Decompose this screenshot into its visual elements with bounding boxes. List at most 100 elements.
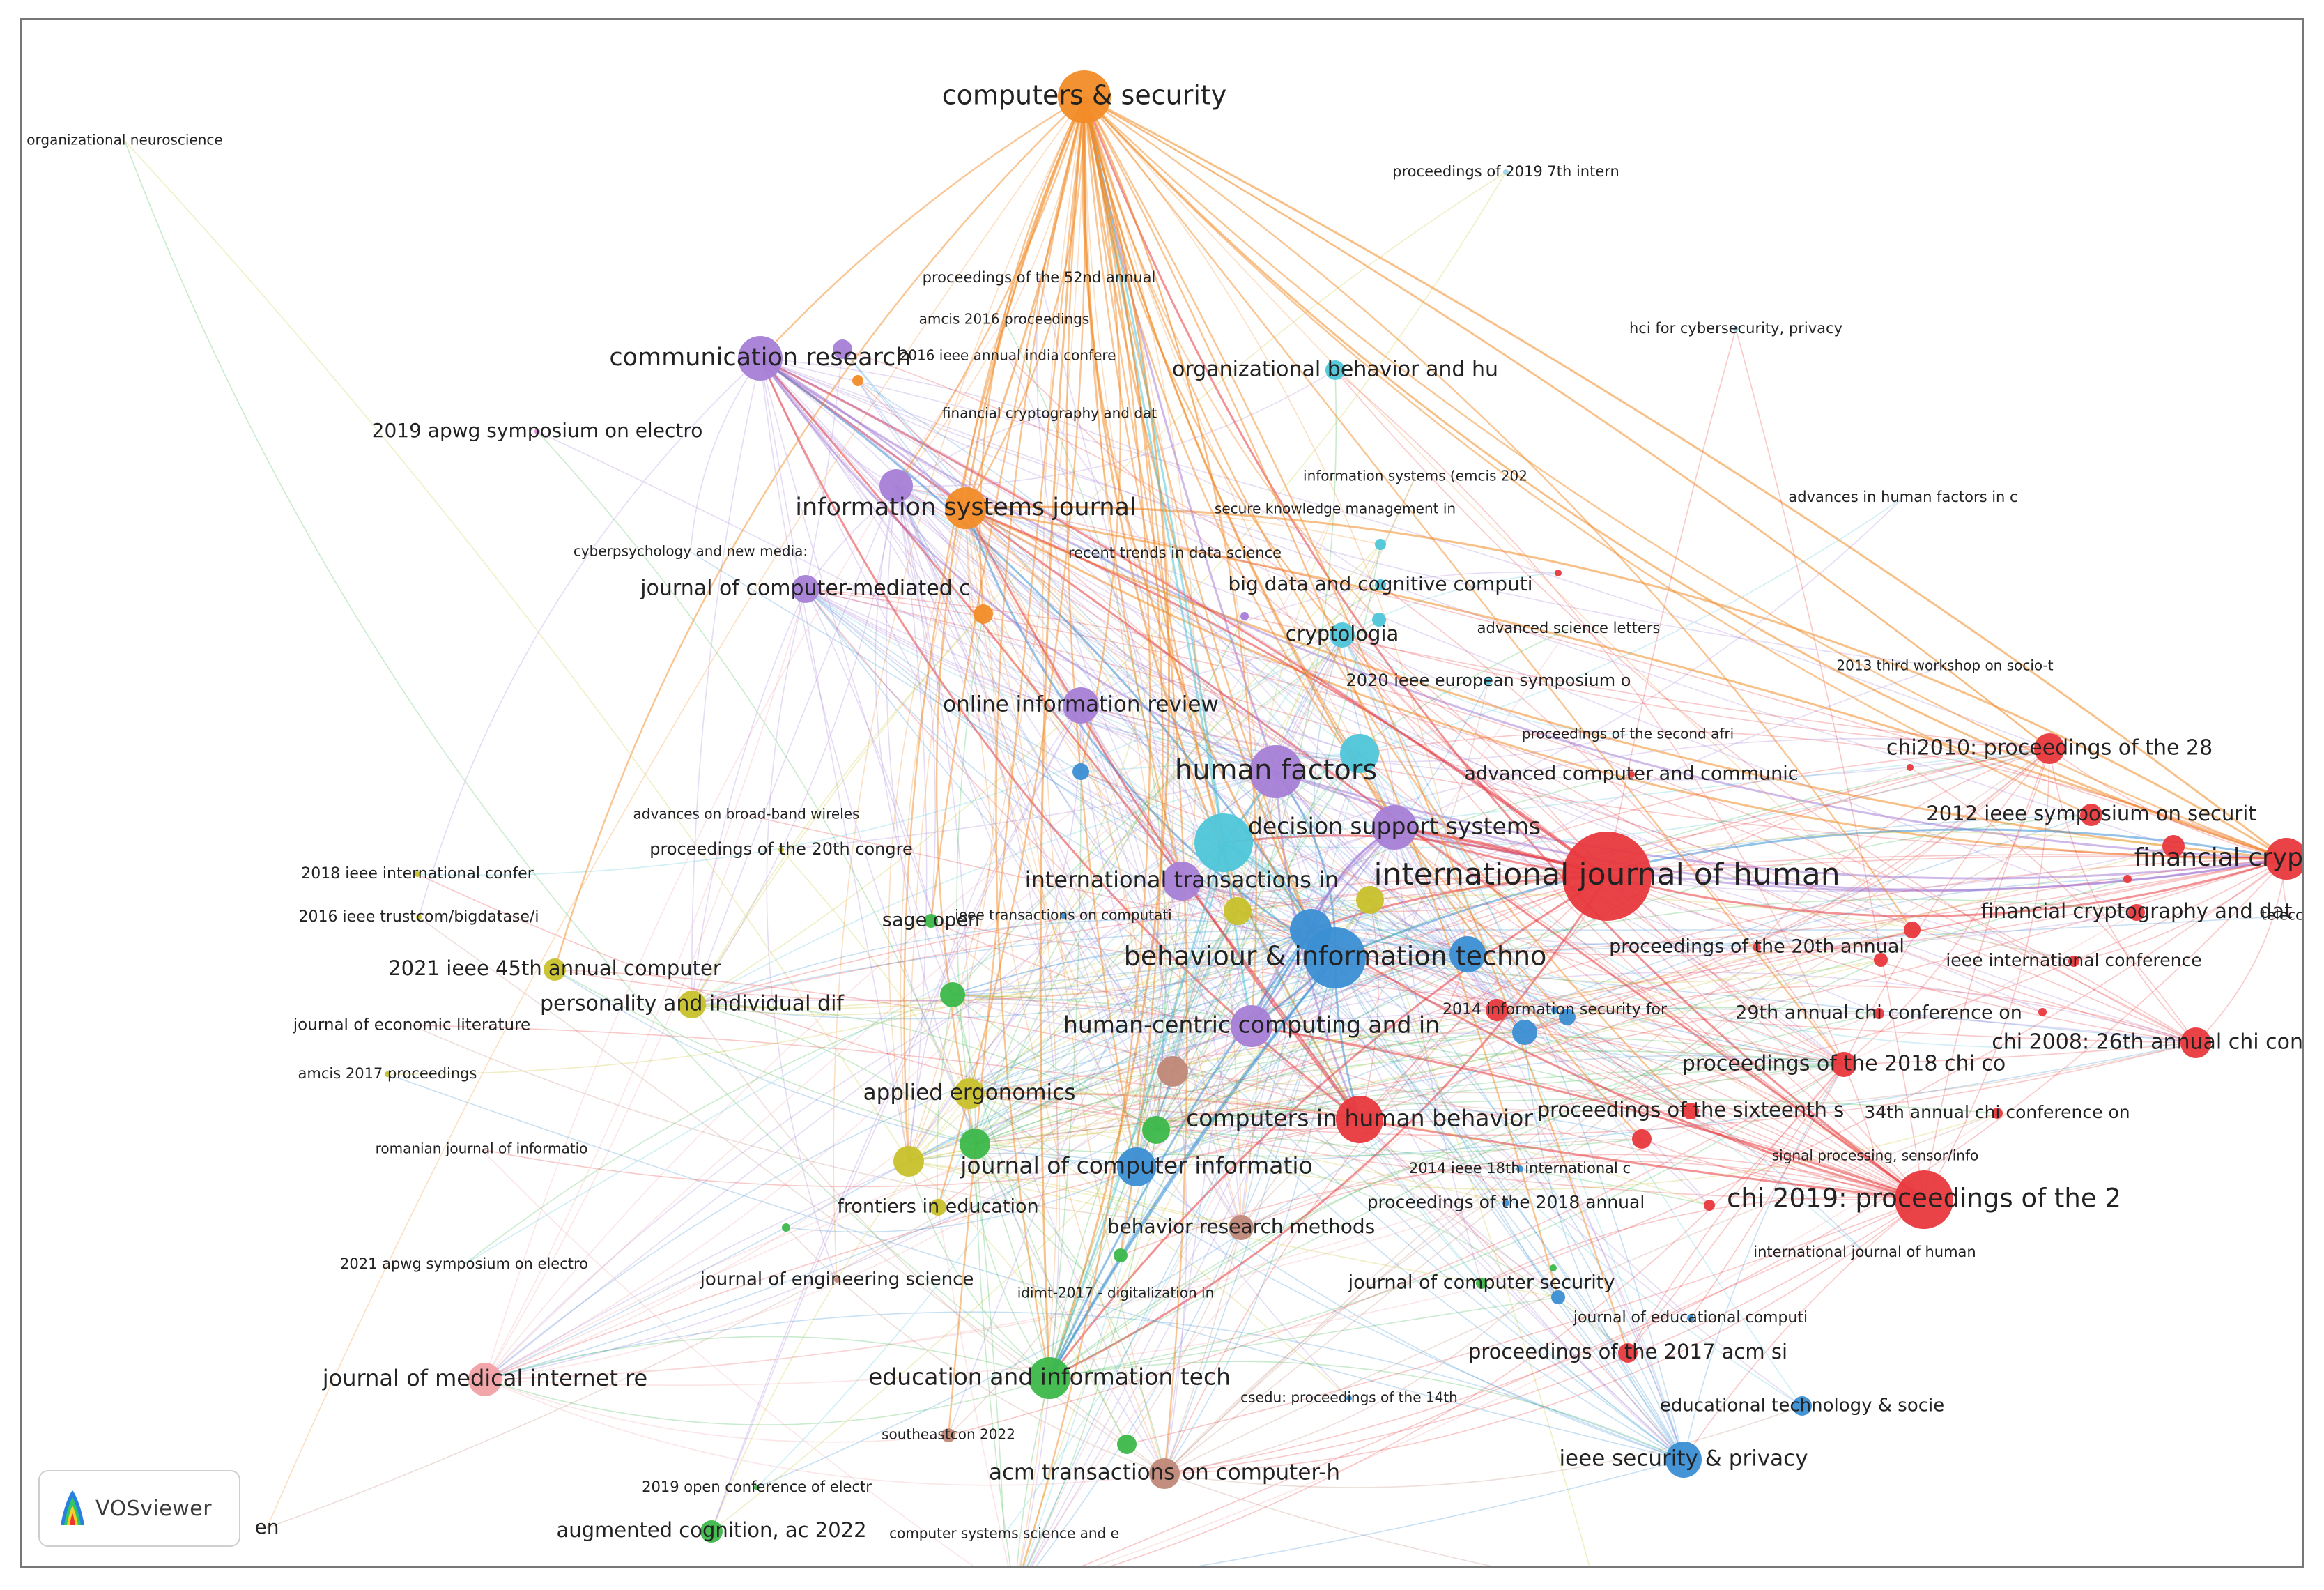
node-label-n44[interactable]: ieee international conference xyxy=(1946,950,2201,970)
node-label-n59[interactable]: signal processing, sensor/info xyxy=(1772,1147,1979,1164)
node-label-n6[interactable]: hci for cybersecurity, privacy xyxy=(1629,320,1842,337)
network-node-n36[interactable] xyxy=(1162,862,1201,901)
node-label-n11[interactable]: 2019 apwg symposium on electro xyxy=(372,419,703,442)
node-label-n24[interactable]: online information review xyxy=(943,692,1219,717)
network-node-n30[interactable] xyxy=(2080,804,2102,826)
network-node-n74[interactable] xyxy=(1029,1357,1070,1399)
network-node-n31[interactable] xyxy=(1372,805,1417,850)
node-label-n5[interactable]: amcis 2016 proceedings xyxy=(919,311,1090,328)
network-node[interactable] xyxy=(893,1146,924,1177)
network-node-n50[interactable] xyxy=(1231,1005,1272,1047)
network-node-n69[interactable] xyxy=(1476,1278,1487,1289)
network-node-n26[interactable] xyxy=(2034,733,2065,764)
node-label-n17[interactable]: recent trends in data science xyxy=(1068,544,1282,561)
node-label-n72[interactable]: proceedings of the 2017 acm si xyxy=(1468,1340,1787,1363)
network-node[interactable] xyxy=(1904,922,1921,938)
network-node-n53[interactable] xyxy=(1831,1052,1856,1077)
node-label-n1[interactable]: computers & security xyxy=(942,80,1227,111)
node-label-n50[interactable]: human-centric computing and in xyxy=(1063,1011,1440,1039)
network-node-n48[interactable] xyxy=(1873,1008,1884,1019)
network-node[interactable] xyxy=(1117,1435,1137,1454)
node-label-n73[interactable]: journal of medical internet re xyxy=(322,1365,647,1391)
network-node-n64[interactable] xyxy=(930,1199,946,1216)
node-label-n27[interactable]: human factors xyxy=(1175,754,1377,786)
node-label-n32[interactable]: proceedings of the 20th congre xyxy=(649,839,912,859)
node-label-n71[interactable]: journal of educational computi xyxy=(1573,1309,1808,1327)
network-node-n78[interactable] xyxy=(1665,1442,1702,1478)
node-label-n82[interactable]: computer systems science and e xyxy=(889,1525,1119,1542)
node-label-n47[interactable]: 2014 information security for xyxy=(1442,1001,1668,1018)
network-node-n28[interactable] xyxy=(1628,771,1635,778)
network-node-n21[interactable] xyxy=(1330,622,1355,648)
node-label-n80[interactable]: 2019 open conference of electr xyxy=(642,1478,872,1495)
node-label-n33[interactable]: financial cryp xyxy=(2134,843,2303,872)
network-node-n55[interactable] xyxy=(1682,1103,1699,1119)
network-node-n76[interactable] xyxy=(1792,1396,1812,1416)
network-node[interactable] xyxy=(1372,613,1386,627)
network-node-n43[interactable] xyxy=(1305,927,1366,988)
node-label-n10[interactable]: financial cryptography and dat xyxy=(942,405,1157,422)
network-node[interactable] xyxy=(852,375,863,386)
node-label-n26[interactable]: chi2010: proceedings of the 28 xyxy=(1886,736,2213,760)
network-node-n73[interactable] xyxy=(468,1363,502,1396)
network-node-n35[interactable] xyxy=(415,871,420,877)
network-node-n32[interactable] xyxy=(778,847,784,853)
node-label-n41[interactable]: ieee transactions on computati xyxy=(955,907,1171,924)
network-node[interactable] xyxy=(1874,953,1888,967)
network-node-n81[interactable] xyxy=(700,1520,723,1543)
node-label-n8[interactable]: 2016 ieee annual india confere xyxy=(900,347,1116,364)
network-node[interactable] xyxy=(1157,1056,1188,1087)
node-label-n52[interactable]: amcis 2017 proceedings xyxy=(298,1065,477,1082)
network-node[interactable] xyxy=(2038,1008,2047,1016)
network-node[interactable] xyxy=(1512,1020,1537,1045)
node-label-n22[interactable]: 2013 third workshop on socio-t xyxy=(1836,657,2053,674)
network-node-n34[interactable] xyxy=(1562,832,1652,921)
node-label-n74[interactable]: education and information tech xyxy=(868,1363,1231,1391)
network-node[interactable] xyxy=(1550,1264,1557,1271)
network-node-n68[interactable] xyxy=(834,1277,840,1283)
vosviewer-logo[interactable]: VOSviewer xyxy=(38,1470,240,1547)
node-label-n20[interactable]: advanced science letters xyxy=(1477,620,1661,636)
node-label-n75[interactable]: csedu: proceedings of the 14th xyxy=(1240,1389,1458,1406)
network-node-n47[interactable] xyxy=(1551,1007,1558,1014)
network-node-n77[interactable] xyxy=(941,1428,955,1442)
network-node-n7[interactable] xyxy=(738,336,783,381)
network-node-n18[interactable] xyxy=(1375,579,1386,590)
network-node-n11[interactable] xyxy=(534,429,540,434)
node-label-n40[interactable]: sage open xyxy=(882,910,980,931)
network-node-n51[interactable] xyxy=(2180,1027,2211,1058)
network-node-n44[interactable] xyxy=(2068,956,2079,967)
node-label-n76[interactable]: educational technology & socie xyxy=(1660,1396,1945,1416)
node-label-n79[interactable]: acm transactions on computer-h xyxy=(989,1460,1340,1485)
network-node-n24[interactable] xyxy=(1063,687,1099,724)
network-node-n9[interactable] xyxy=(1325,360,1345,380)
node-label-n57[interactable]: computers in human behavior xyxy=(1186,1105,1533,1132)
node-label-n77[interactable]: southeastcon 2022 xyxy=(882,1426,1015,1443)
node-label-n29[interactable]: advances on broad-band wireles xyxy=(633,806,860,823)
node-label-n21[interactable]: cryptologia xyxy=(1286,622,1399,645)
network-node-n80[interactable] xyxy=(754,1485,760,1490)
network-node-n23[interactable] xyxy=(1485,678,1492,685)
network-node-n42[interactable] xyxy=(1753,943,1761,951)
network-node-n71[interactable] xyxy=(1687,1315,1694,1322)
node-label-n31[interactable]: decision support systems xyxy=(1248,813,1541,840)
network-node-n65[interactable] xyxy=(1229,1215,1254,1240)
network-node[interactable] xyxy=(1704,1200,1715,1211)
network-node-n62[interactable] xyxy=(1895,1170,1953,1229)
network-node[interactable] xyxy=(833,339,852,359)
node-label-n46[interactable]: personality and individual dif xyxy=(540,992,845,1016)
network-node[interactable] xyxy=(1559,1009,1576,1025)
node-label-n64[interactable]: frontiers in education xyxy=(837,1196,1038,1218)
node-label-n18[interactable]: big data and cognitive computi xyxy=(1228,572,1532,595)
network-node[interactable] xyxy=(2123,875,2132,883)
node-label-n19[interactable]: journal of computer-mediated c xyxy=(640,576,971,601)
network-node[interactable] xyxy=(1555,570,1562,576)
node-label-n7[interactable]: communication research xyxy=(609,344,911,372)
node-label-n48[interactable]: 29th annual chi conference on xyxy=(1735,1002,2022,1024)
node-label-n51[interactable]: chi 2008: 26th annual chi con xyxy=(1992,1030,2303,1055)
node-label-n58[interactable]: romanian journal of informatio xyxy=(376,1140,588,1157)
node-label-n42[interactable]: proceedings of the 20th annual xyxy=(1609,936,1904,958)
network-node[interactable] xyxy=(1375,539,1386,550)
node-label-n69[interactable]: journal of computer security xyxy=(1348,1272,1615,1294)
